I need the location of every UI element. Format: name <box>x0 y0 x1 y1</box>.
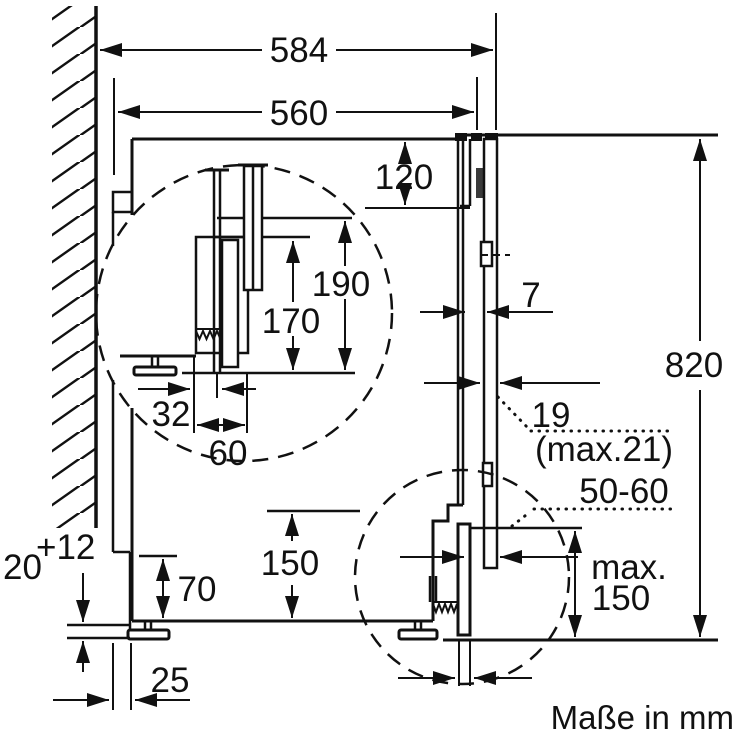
appliance-feet <box>126 621 439 641</box>
furniture-door-panel <box>482 137 499 570</box>
leader-19-diagonal <box>496 395 529 429</box>
front-panel-top-section <box>455 133 467 141</box>
dim-label-door-thickness: 19 <box>532 396 571 435</box>
hose-clamp-serration <box>432 601 458 615</box>
dim-label-wall-clearance: 25 <box>151 661 190 700</box>
inner-tube <box>220 238 240 369</box>
plinth-recess-step <box>431 503 463 621</box>
dim-label-niche-depth: 584 <box>270 31 328 70</box>
wall-hatching <box>52 6 96 528</box>
dim-label-plinth-opening: 150 <box>261 544 319 583</box>
dim-label-appliance-depth: 560 <box>270 94 328 133</box>
floor <box>67 623 718 642</box>
dim-label-plinth-max-value: 150 <box>592 579 650 618</box>
door-top-section <box>485 133 498 141</box>
plinth-panel <box>456 522 472 637</box>
dim-label-appliance-height: 820 <box>665 346 723 385</box>
hinge-block <box>476 168 483 198</box>
dim-label-door-thickness-max: (max.21) <box>535 430 673 469</box>
detail-circle-plinth <box>353 468 571 686</box>
dim-label-hose-height-max: 190 <box>312 265 370 304</box>
dim-label-top-clearance: 120 <box>375 158 433 197</box>
detail-circle-hoses <box>94 163 394 463</box>
front-foot-pad <box>397 628 439 641</box>
rear-bracket <box>111 190 132 214</box>
unit-note: Maße in mm <box>551 699 734 736</box>
plinth-area <box>428 522 472 637</box>
dimensions: 584 560 120 190 170 32 60 7 <box>3 13 723 710</box>
hose-detail <box>94 163 394 463</box>
wall <box>52 6 98 528</box>
appliance-outline <box>111 133 718 640</box>
hinge-top-section <box>471 133 482 141</box>
dim-label-plinth-max-prefix: max. <box>591 548 667 587</box>
dim-label-plinth-recess: 50-60 <box>579 472 669 511</box>
dim-label-rear-foot-height: 70 <box>178 570 217 609</box>
leader-5060-diagonal <box>510 510 532 528</box>
dim-label-hose-height-min: 170 <box>262 302 320 341</box>
dim-label-hose-offset: 32 <box>152 395 191 434</box>
dim-label-leveling-range: +12 <box>36 528 95 567</box>
dim-label-leveling-base: 20 <box>3 548 42 587</box>
furniture-door <box>476 137 510 570</box>
dim-label-hose-spread: 60 <box>209 434 248 473</box>
dim-label-front-gap: 7 <box>521 276 540 315</box>
detail-foot-pad <box>132 365 178 377</box>
rear-foot-pad <box>126 628 171 641</box>
